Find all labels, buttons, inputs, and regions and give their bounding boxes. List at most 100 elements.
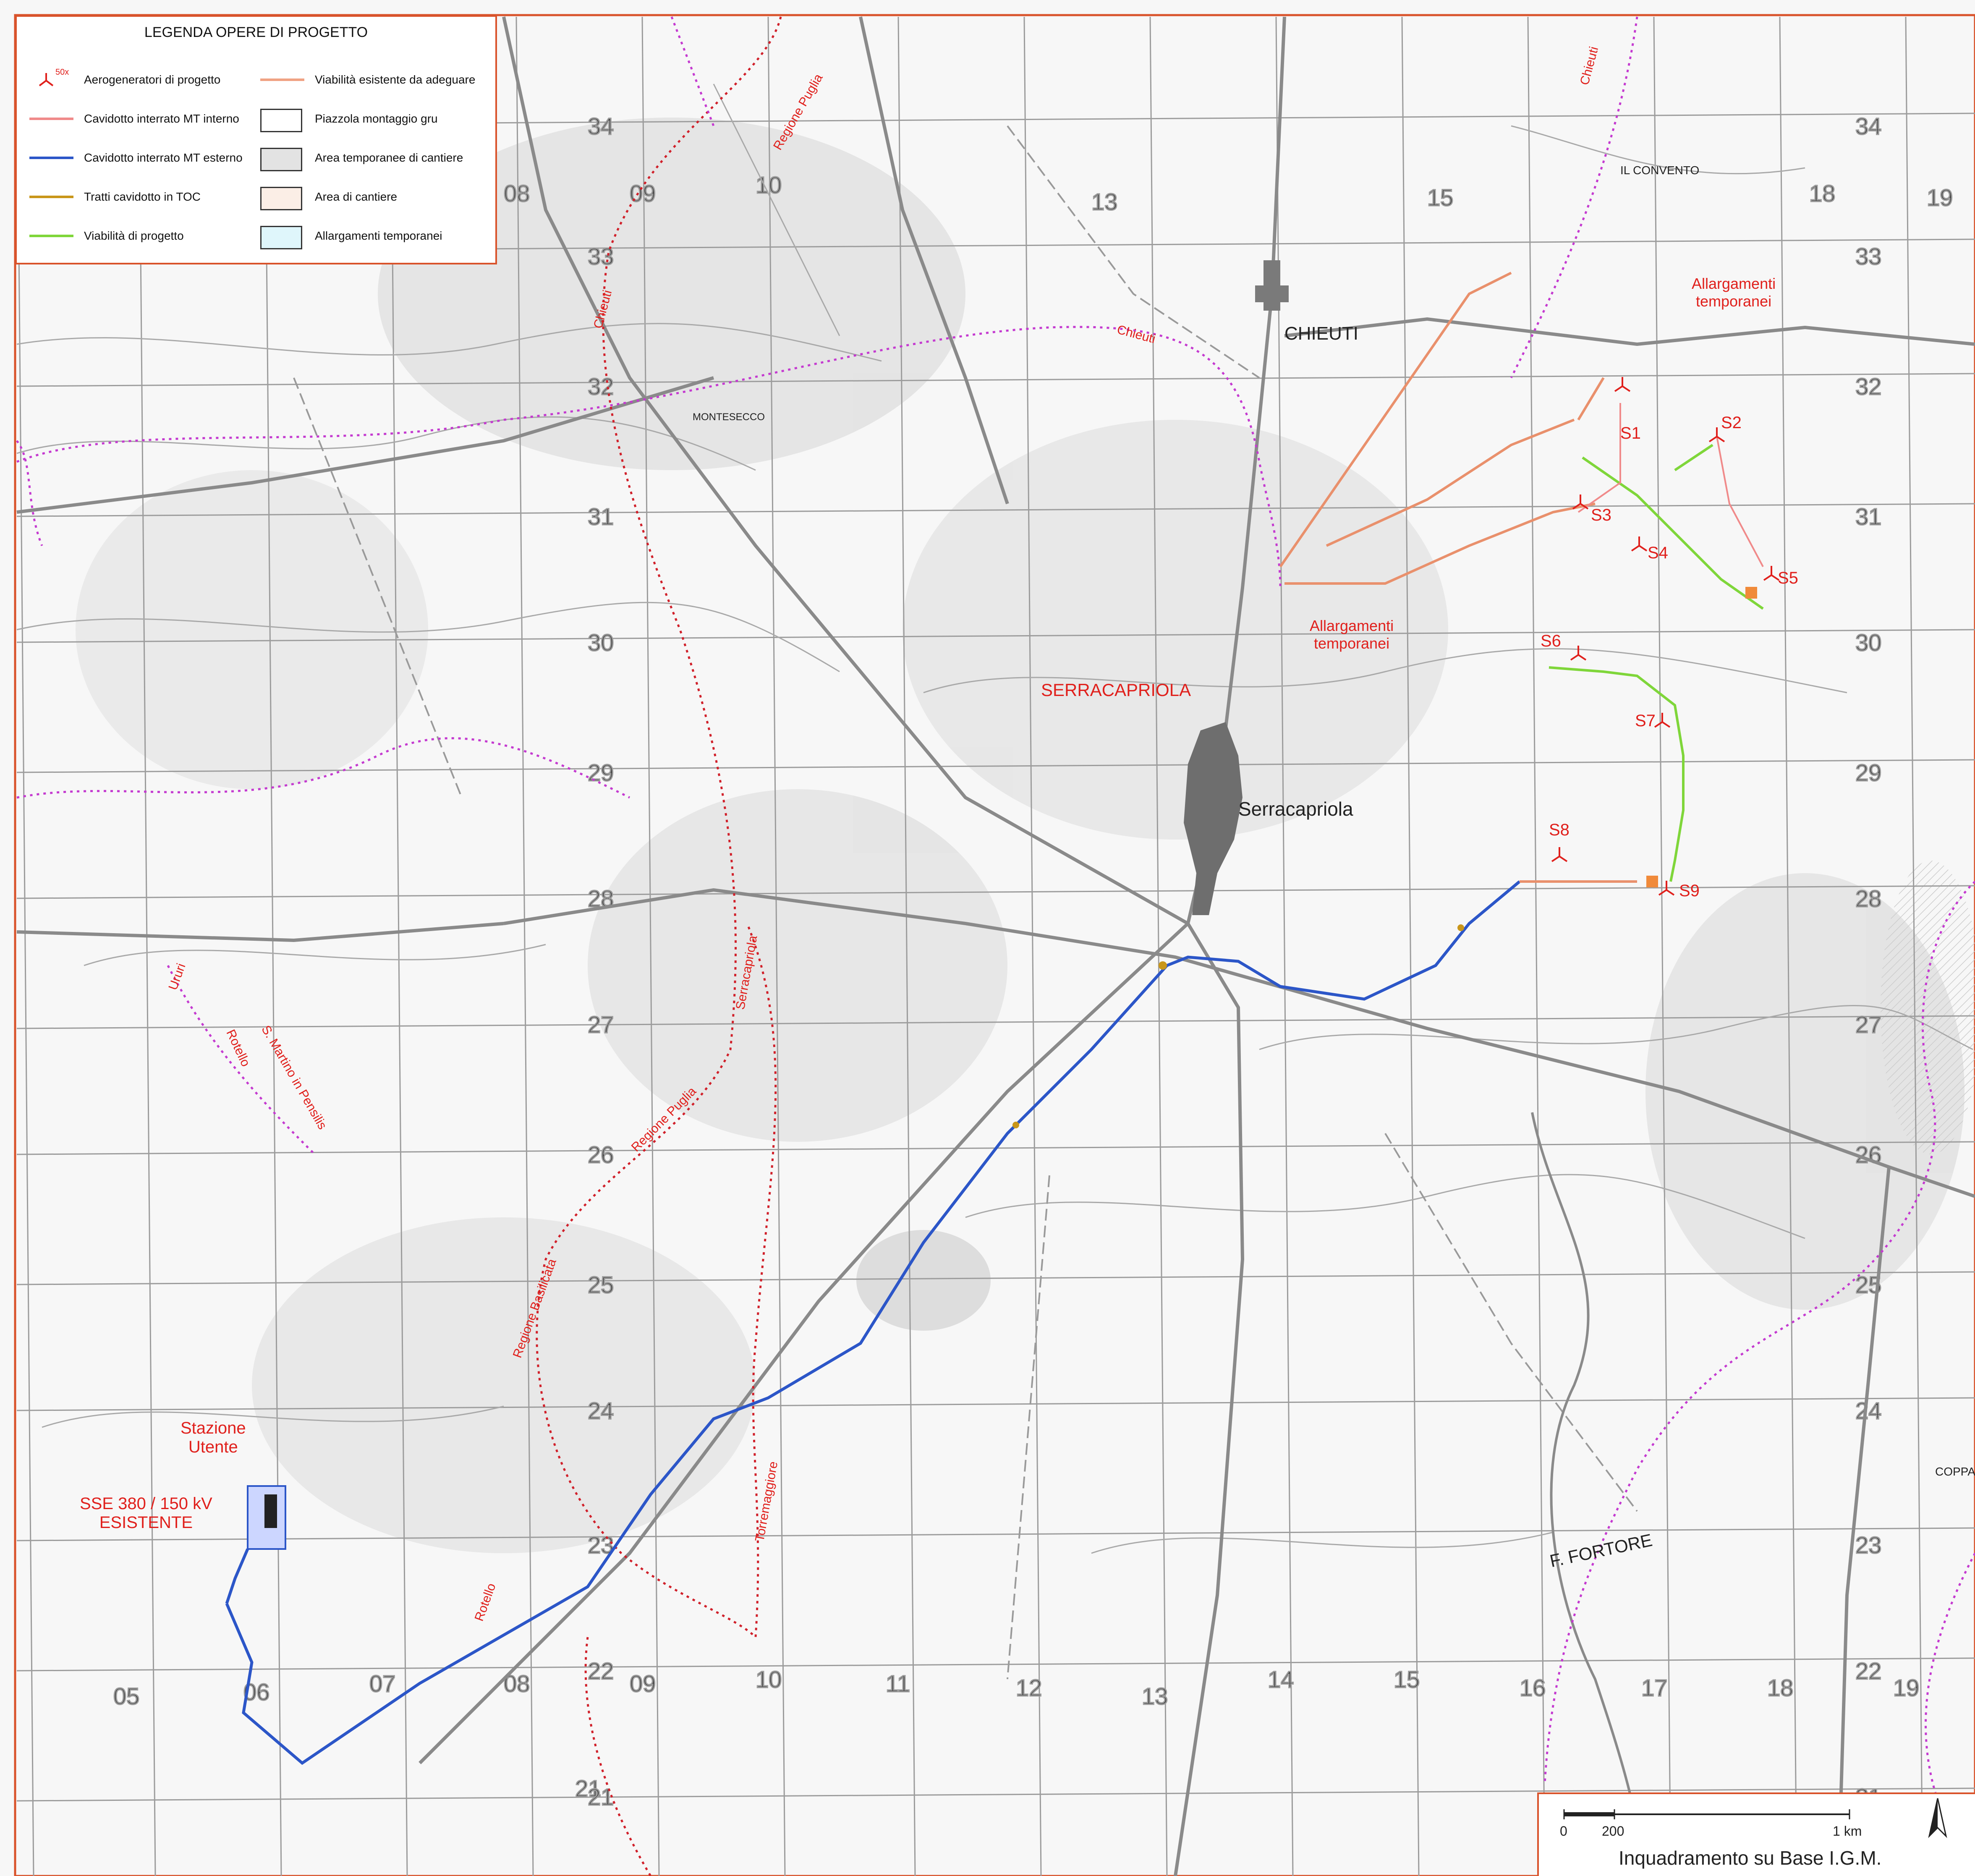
- legend-item: Cavidotto interrato MT esterno: [29, 145, 243, 170]
- legend-item-label: Allargamenti temporanei: [315, 229, 442, 242]
- turbine-s5[interactable]: S5: [1763, 566, 1798, 587]
- grid-label-y: 25: [588, 1272, 614, 1298]
- grid-label-x: 13: [1142, 1683, 1168, 1709]
- turbine-icon: [1708, 427, 1725, 442]
- line-swatch: [29, 184, 84, 209]
- contour-lines: [16, 84, 1973, 1554]
- cable-mt-external: [225, 880, 1521, 1765]
- grid-label-y: 23: [1855, 1532, 1881, 1558]
- legend-item-label: Cavidotto interrato MT esterno: [84, 151, 243, 164]
- legend-item: Area di cantiere: [260, 184, 397, 210]
- place-serracapriola-label: SERRACAPRIOLA: [1041, 680, 1191, 700]
- grid-label-y: 33: [1855, 243, 1881, 269]
- grid-label-y: 29: [588, 759, 614, 786]
- turbine-s9[interactable]: S9: [1658, 881, 1700, 900]
- serracapriola-town: [1184, 722, 1243, 915]
- line-swatch: [29, 145, 84, 170]
- legend-item-label: Area temporanee di cantiere: [315, 151, 463, 164]
- turbine-icon: [1763, 566, 1780, 581]
- grid-label-y: 29: [1855, 759, 1881, 786]
- area-swatch: [260, 223, 315, 249]
- scale-bar: [1563, 1798, 1947, 1838]
- legend-item: Viabilità di progetto: [29, 223, 184, 249]
- turbine-label: S9: [1679, 882, 1700, 900]
- grid-label-x: 12: [1016, 1675, 1042, 1701]
- area-swatch: [260, 145, 315, 171]
- grid-label-x: 19: [1927, 184, 1953, 211]
- turbine-icon: [1572, 495, 1589, 510]
- scale-end: 1 km: [1833, 1824, 1862, 1839]
- grid-label-x: 18: [1767, 1675, 1793, 1701]
- scale-mid: 200: [1602, 1824, 1624, 1839]
- scale-caption: Inquadramento su Base I.G.M.: [1619, 1847, 1882, 1869]
- turbine-icon: [1654, 713, 1671, 728]
- turbine-icon: [1614, 377, 1631, 392]
- grid-label-y: 34: [1855, 113, 1881, 139]
- grid-label-x: 19: [1893, 1675, 1919, 1701]
- turbine-label: S6: [1541, 632, 1561, 650]
- grid-label-y: 28: [1855, 885, 1881, 912]
- turbine-label: S7: [1635, 712, 1656, 730]
- turbine-icon: [1570, 646, 1587, 661]
- grid-label-y: 22: [588, 1658, 614, 1684]
- turbine-icon: [1631, 536, 1648, 552]
- grid-label-x: 07: [369, 1670, 395, 1697]
- line-swatch: [29, 106, 84, 131]
- turbine-s1[interactable]: S1: [1614, 377, 1641, 442]
- place-chieuti: CHIEUTI: [1284, 323, 1358, 344]
- grid-label-y: 30: [588, 629, 614, 656]
- cable-mt-external-substation: [225, 1548, 249, 1604]
- turbine-s3[interactable]: S3: [1572, 495, 1611, 524]
- chieuti-town: [1255, 260, 1289, 311]
- turbine-icon: [1551, 847, 1568, 862]
- crane-pad: [1646, 876, 1658, 887]
- label-montesecco: MONTESECCO: [693, 411, 765, 423]
- grid-label-y: 31: [1855, 503, 1881, 530]
- grid-label-x: 10: [756, 1666, 782, 1693]
- grid-label-x: 18: [1809, 180, 1835, 207]
- legend-item-label: Piazzola montaggio gru: [315, 112, 438, 125]
- label-coppa: COPPA MER: [1935, 1465, 1975, 1478]
- turbine-label: S3: [1591, 506, 1611, 524]
- label-il-convento: IL CONVENTO: [1620, 164, 1700, 177]
- grid-label-y: 31: [588, 503, 614, 530]
- scale-panel: 0 200 1 km Inquadramento su Base I.G.M.: [1537, 1792, 1975, 1876]
- legend-item: Allargamenti temporanei: [260, 223, 442, 249]
- turbine-s4[interactable]: S4: [1631, 536, 1668, 562]
- grid-label-x: 15: [1427, 184, 1453, 211]
- legend-item-label: Aerogeneratori di progetto: [84, 73, 221, 86]
- turbine-s7[interactable]: S7: [1635, 712, 1671, 730]
- line-swatch: [29, 223, 84, 249]
- grid-label-y: 32: [1855, 373, 1881, 400]
- toc-marker: [1012, 1122, 1019, 1128]
- line-swatch: [260, 67, 315, 92]
- turbine-label: S4: [1648, 544, 1668, 562]
- area-swatch: [260, 184, 315, 210]
- grid-label-y: 27: [1855, 1011, 1881, 1038]
- turbine-s2[interactable]: S2: [1708, 413, 1742, 442]
- road-to-adapt: [1279, 272, 1637, 883]
- turbine-label: S2: [1721, 413, 1742, 432]
- turbine-s6[interactable]: S6: [1541, 632, 1587, 661]
- grid-label-x: 21: [575, 1775, 601, 1802]
- turbine-tag: 50x: [55, 68, 69, 77]
- substation: [247, 1485, 286, 1550]
- turbine-s8[interactable]: S8: [1549, 821, 1570, 862]
- grid-label-x: 15: [1394, 1666, 1420, 1693]
- grid-label-y: 24: [588, 1397, 614, 1424]
- grid-label-y: 26: [588, 1141, 614, 1168]
- cable-mt-internal: [1577, 403, 1764, 567]
- grid-label-x: 05: [113, 1683, 139, 1709]
- toc-marker: [1159, 961, 1167, 970]
- legend-item-label: Viabilità di progetto: [84, 229, 184, 242]
- crane-pad: [1745, 587, 1757, 599]
- grid-label-x: 13: [1091, 188, 1117, 215]
- fortore-river: [1531, 1112, 1647, 1876]
- turbine-label: S8: [1549, 821, 1570, 839]
